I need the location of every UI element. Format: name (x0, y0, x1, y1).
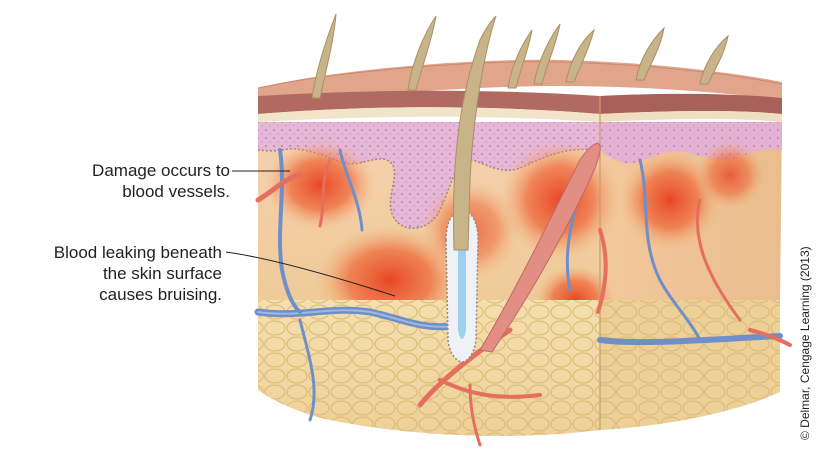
label-damage-line1: Damage occurs to (20, 160, 230, 181)
epidermis-layer (258, 91, 782, 122)
label-damage-line2: blood vessels. (20, 181, 230, 202)
label-bruise-line2: the skin surface (0, 263, 222, 284)
label-bruise-line1: Blood leaking beneath (0, 242, 222, 263)
subcutaneous-fat-layer (258, 300, 780, 436)
label-bruising: Blood leaking beneath the skin surface c… (0, 242, 222, 305)
label-bruise-line3: causes bruising. (0, 284, 222, 305)
copyright-credit: © Delmar, Cengage Learning (2013) (798, 246, 812, 440)
label-damage-blood-vessels: Damage occurs to blood vessels. (20, 160, 230, 202)
